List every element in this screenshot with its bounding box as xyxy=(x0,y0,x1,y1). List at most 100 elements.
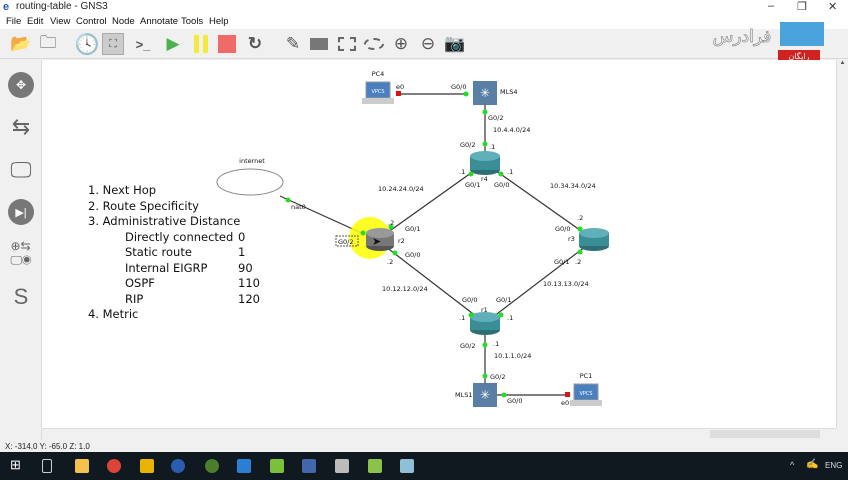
topology-canvas[interactable]: internet VPCS PC4 VPCS PC1 ✳MLS4 ✳MLS1 r… xyxy=(42,60,836,428)
routers-category-icon[interactable]: ✥ xyxy=(6,70,36,100)
svg-text:G0/2: G0/2 xyxy=(460,141,476,149)
book-logo-icon xyxy=(780,22,824,46)
svg-text:G0/0: G0/0 xyxy=(405,251,421,259)
svg-text:فرادرس: فرادرس xyxy=(713,27,772,47)
menu-annotate[interactable]: Annotate xyxy=(140,16,179,27)
chrome-icon[interactable] xyxy=(107,459,121,473)
pc1-node[interactable]: VPCS PC1 xyxy=(570,372,602,406)
horizontal-scrollbar[interactable] xyxy=(42,428,836,439)
svg-text:G0/2: G0/2 xyxy=(460,342,476,350)
menu-control[interactable]: Control xyxy=(76,16,107,27)
vertical-scrollbar[interactable]: ▲ xyxy=(836,60,848,428)
menu-bar: File Edit View Control Node Annotate Too… xyxy=(0,14,848,29)
svg-text:nat0: nat0 xyxy=(291,203,306,211)
internet-cloud[interactable]: internet xyxy=(216,157,284,196)
svg-text:.1: .1 xyxy=(493,340,499,348)
network-app-icon[interactable] xyxy=(302,459,316,473)
console-icon[interactable]: >_ xyxy=(135,36,151,52)
security-devices-category-icon[interactable]: ▶| xyxy=(6,197,36,227)
close-button[interactable]: ✕ xyxy=(828,1,838,13)
pause-icon[interactable] xyxy=(190,33,212,55)
svg-text:e0: e0 xyxy=(561,399,569,407)
menu-edit[interactable]: Edit xyxy=(27,16,44,27)
menu-node[interactable]: Node xyxy=(112,16,135,27)
svg-text:G0/1: G0/1 xyxy=(465,181,481,189)
menu-view[interactable]: View xyxy=(50,16,71,27)
pc4-node[interactable]: VPCS PC4 xyxy=(362,70,394,104)
show-interface-labels-icon[interactable]: ⛶ xyxy=(102,33,124,55)
all-devices-category-icon[interactable]: ⊕⇆🖵◉ xyxy=(10,238,32,267)
svg-text:.1: .1 xyxy=(489,143,495,151)
menu-help[interactable]: Help xyxy=(209,16,229,27)
svg-text:.2: .2 xyxy=(387,258,393,266)
link-down-dot xyxy=(396,91,401,96)
app-icon[interactable] xyxy=(140,459,154,473)
menu-file[interactable]: File xyxy=(6,16,22,27)
mls4-switch[interactable]: ✳MLS4 xyxy=(473,81,518,105)
stop-icon[interactable] xyxy=(216,33,238,55)
notepad-icon[interactable] xyxy=(270,459,284,473)
router-r3[interactable]: r3 xyxy=(568,228,609,251)
app-icon[interactable] xyxy=(335,459,349,473)
svg-text:.1: .1 xyxy=(507,314,513,322)
router-r4[interactable]: r4 xyxy=(470,151,500,183)
routing-notes[interactable]: 1. Next Hop 2. Route Specificity 3. Admi… xyxy=(88,183,260,323)
file-explorer-icon[interactable] xyxy=(75,459,89,473)
switches-category-icon[interactable]: ⇆ xyxy=(11,114,31,139)
end-devices-category-icon[interactable]: 🖵 xyxy=(10,157,32,182)
svg-text:10.13.13.0/24: 10.13.13.0/24 xyxy=(543,280,589,288)
svg-text:.2: .2 xyxy=(388,219,394,227)
svg-text:رایگان: رایگان xyxy=(788,51,809,61)
restore-button[interactable]: ❐ xyxy=(797,1,807,13)
start-icon[interactable]: ▶ xyxy=(166,34,180,53)
insert-image-icon[interactable] xyxy=(308,33,330,55)
svg-text:internet: internet xyxy=(239,157,265,165)
reload-icon[interactable]: ↻ xyxy=(247,34,263,53)
svg-text:r2: r2 xyxy=(398,237,405,245)
svg-text:G0/1: G0/1 xyxy=(496,296,512,304)
windows-start-icon[interactable]: ⊞ xyxy=(10,457,21,472)
link-down-dot xyxy=(565,392,570,397)
note-administrative-distance: 3. Administrative Distance xyxy=(88,214,241,228)
pen-tray-icon[interactable]: ✍ xyxy=(806,459,819,470)
title-bar: e routing-table - GNS3 – ❐ ✕ xyxy=(0,0,848,14)
add-link-icon[interactable]: S xyxy=(13,284,29,309)
app-icon[interactable] xyxy=(368,459,382,473)
svg-text:.2: .2 xyxy=(575,258,581,266)
open-project-icon[interactable]: 📂 xyxy=(10,34,32,53)
svg-text:G0/2: G0/2 xyxy=(338,238,354,246)
gns3-taskbar-icon[interactable] xyxy=(171,459,185,473)
task-view-icon[interactable] xyxy=(42,459,52,473)
svg-text:PC1: PC1 xyxy=(580,372,593,380)
windows-taskbar: ⊞ ^ ✍ ENG xyxy=(0,452,848,480)
toolbar: 📂 🗀 🕓 ⛶ >_ ▶ ↻ ✎ ⊕ ⊖ 📷 xyxy=(0,29,848,59)
svg-text:VPCS: VPCS xyxy=(371,89,384,95)
draw-rectangle-icon[interactable] xyxy=(336,33,358,55)
svg-text:10.1.1.0/24: 10.1.1.0/24 xyxy=(494,352,531,360)
app-icon[interactable] xyxy=(400,459,414,473)
note-route-specificity: 2. Route Specificity xyxy=(88,198,199,213)
menu-tools[interactable]: Tools xyxy=(181,16,204,27)
app-icon[interactable] xyxy=(205,459,219,473)
add-note-icon[interactable]: ✎ xyxy=(285,34,301,53)
draw-ellipse-icon[interactable] xyxy=(363,33,385,55)
mls1-switch[interactable]: ✳MLS1 xyxy=(455,383,497,407)
router-r1[interactable]: r1 xyxy=(470,306,500,335)
minimize-button[interactable]: – xyxy=(768,0,775,12)
snapshot-clock-icon[interactable]: 🕓 xyxy=(74,33,100,56)
svg-text:MLS1: MLS1 xyxy=(455,391,473,399)
svg-text:10.4.4.0/24: 10.4.4.0/24 xyxy=(493,126,530,134)
link-status-dots xyxy=(285,91,583,398)
router-r2[interactable]: r2 xyxy=(366,228,405,251)
screenshot-icon[interactable]: 📷 xyxy=(444,34,466,53)
tray-chevron-icon[interactable]: ^ xyxy=(790,460,795,470)
language-indicator[interactable]: ENG xyxy=(825,461,843,470)
app-icon[interactable] xyxy=(237,459,251,473)
zoom-out-icon[interactable]: ⊖ xyxy=(420,34,436,53)
open-folder-icon[interactable]: 🗀 xyxy=(39,32,57,52)
interface-labels: e0 G0/0 G0/2 10.4.4.0/24 G0/2 .1 .1 G0/1… xyxy=(291,83,596,407)
zoom-in-icon[interactable]: ⊕ xyxy=(393,34,409,53)
